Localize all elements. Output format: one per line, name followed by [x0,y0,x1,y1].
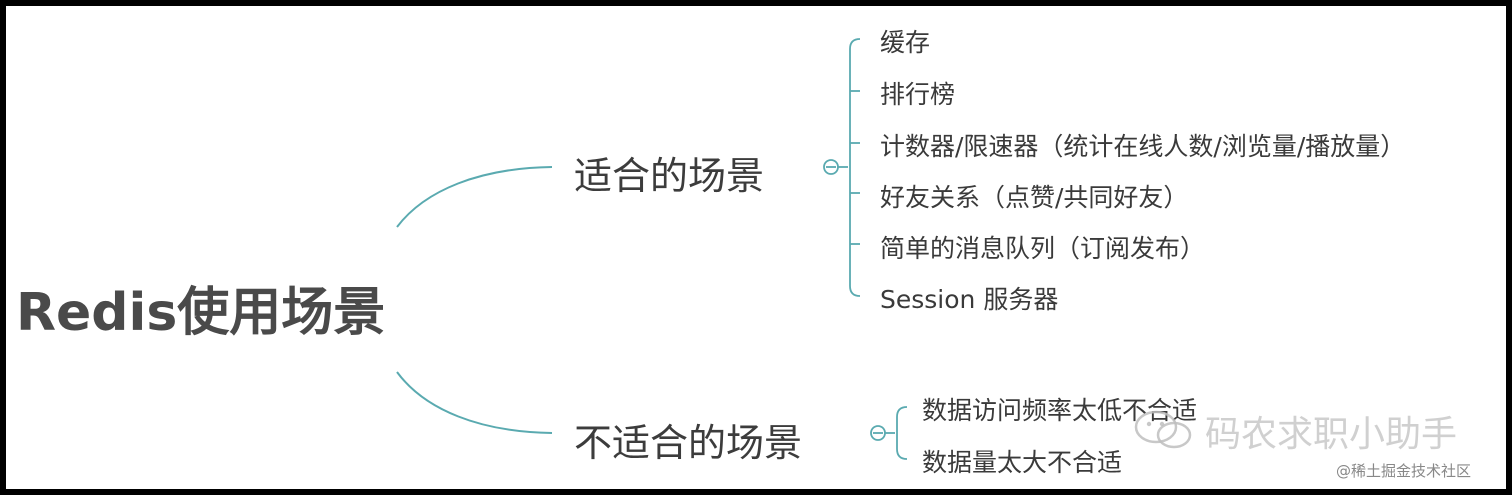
watermark-text: 码农求职小助手 [1205,414,1458,455]
credit-text: @稀土掘金技术社区 [1336,462,1472,480]
bracket-branch-2 [896,406,908,460]
connector-root-branch-2 [396,371,553,434]
leaf-session: Session 服务器 [880,285,1059,314]
bracket-branch-1 [849,38,861,297]
connector-root-branch-1 [396,166,553,228]
leaf-counter: 计数器/限速器（统计在线人数/浏览量/播放量） [880,132,1406,161]
root-node: Redis使用场景 [16,283,386,343]
leaf-leaderboard: 排行榜 [880,80,956,109]
branch-suitable: 适合的场景 [574,154,765,198]
collapse-toggle-branch-2[interactable] [870,425,886,441]
leaf-queue: 简单的消息队列（订阅发布） [880,234,1206,263]
collapse-toggle-branch-1[interactable] [823,159,839,175]
wechat-icon [1134,410,1192,449]
leaf-large-data: 数据量太大不合适 [922,448,1123,477]
branch-unsuitable: 不适合的场景 [574,421,803,465]
leaf-cache: 缓存 [880,28,931,57]
mindmap-panel [6,6,1506,489]
leaf-low-frequency: 数据访问频率太低不合适 [922,396,1198,425]
leaf-friends: 好友关系（点赞/共同好友） [880,183,1189,212]
